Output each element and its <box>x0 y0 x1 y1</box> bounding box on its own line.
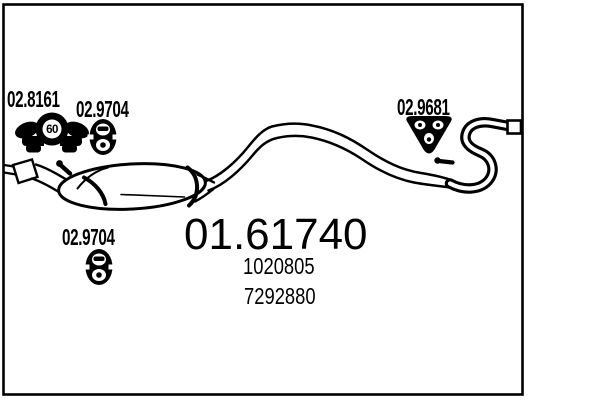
clamp-right-wing <box>65 121 89 139</box>
clamp-left-foot <box>26 144 41 153</box>
component-label-mount-triangle: 02.9681 <box>397 94 450 120</box>
mount-right-notch <box>112 134 119 140</box>
muffler-body <box>57 162 207 211</box>
muffler-outlet-cone-top <box>196 173 216 184</box>
mount-top-pin <box>93 256 105 261</box>
tail-pipe-tip <box>506 119 523 135</box>
pipe-clamp-icon: 60 <box>15 112 89 154</box>
muffler-end-cap <box>185 165 200 208</box>
tail-pipe-upper-line <box>204 122 454 183</box>
triangle-mount-left-pin <box>418 123 422 127</box>
tail-pipe-lower-line <box>207 134 452 192</box>
clamp-right-foot <box>62 144 77 153</box>
clamp-left-wing <box>15 121 39 139</box>
tail-s-bend <box>444 117 514 194</box>
muffler-seam-line <box>120 193 186 198</box>
mount-bottom-pin <box>96 272 102 278</box>
hanger-pin-front-rod <box>58 162 73 176</box>
mount-left-notch <box>87 134 94 140</box>
triangle-rubber-mount-icon <box>406 116 452 154</box>
triangle-mount-right-pin <box>436 123 440 127</box>
oval-rubber-mount-icon-bottom <box>83 249 115 285</box>
reference-number-1: 1020805 <box>243 253 315 279</box>
diagram-frame <box>2 3 524 396</box>
component-label-mount-top: 02.9704 <box>76 96 129 122</box>
inlet-stub-pipe-lower <box>2 171 18 176</box>
oval-rubber-mount-icon-top <box>87 119 119 155</box>
mount-bottom-pin <box>100 142 106 148</box>
muffler-inlet-cone <box>76 166 109 190</box>
tail-s-bend-bore <box>447 120 511 191</box>
component-label-mount-bottom: 02.9704 <box>62 224 115 250</box>
main-part-number: 01.61740 <box>184 210 368 259</box>
clamp-diameter-text: 60 <box>46 124 58 136</box>
muffler-inlet-cone-shade <box>82 175 108 206</box>
mount-top-pin <box>97 126 109 131</box>
exhaust-drawing <box>2 117 523 211</box>
mount-right-notch <box>108 264 115 270</box>
pipe-coupler-sleeve <box>11 158 40 185</box>
reference-number-2: 7292880 <box>244 283 316 309</box>
hanger-pin-rear-rod <box>436 158 455 165</box>
triangle-mount-center-pin <box>426 137 432 142</box>
mount-left-notch <box>83 264 90 270</box>
component-label-clamp: 02.8161 <box>7 86 60 112</box>
clamp-ring-bore <box>42 119 62 139</box>
